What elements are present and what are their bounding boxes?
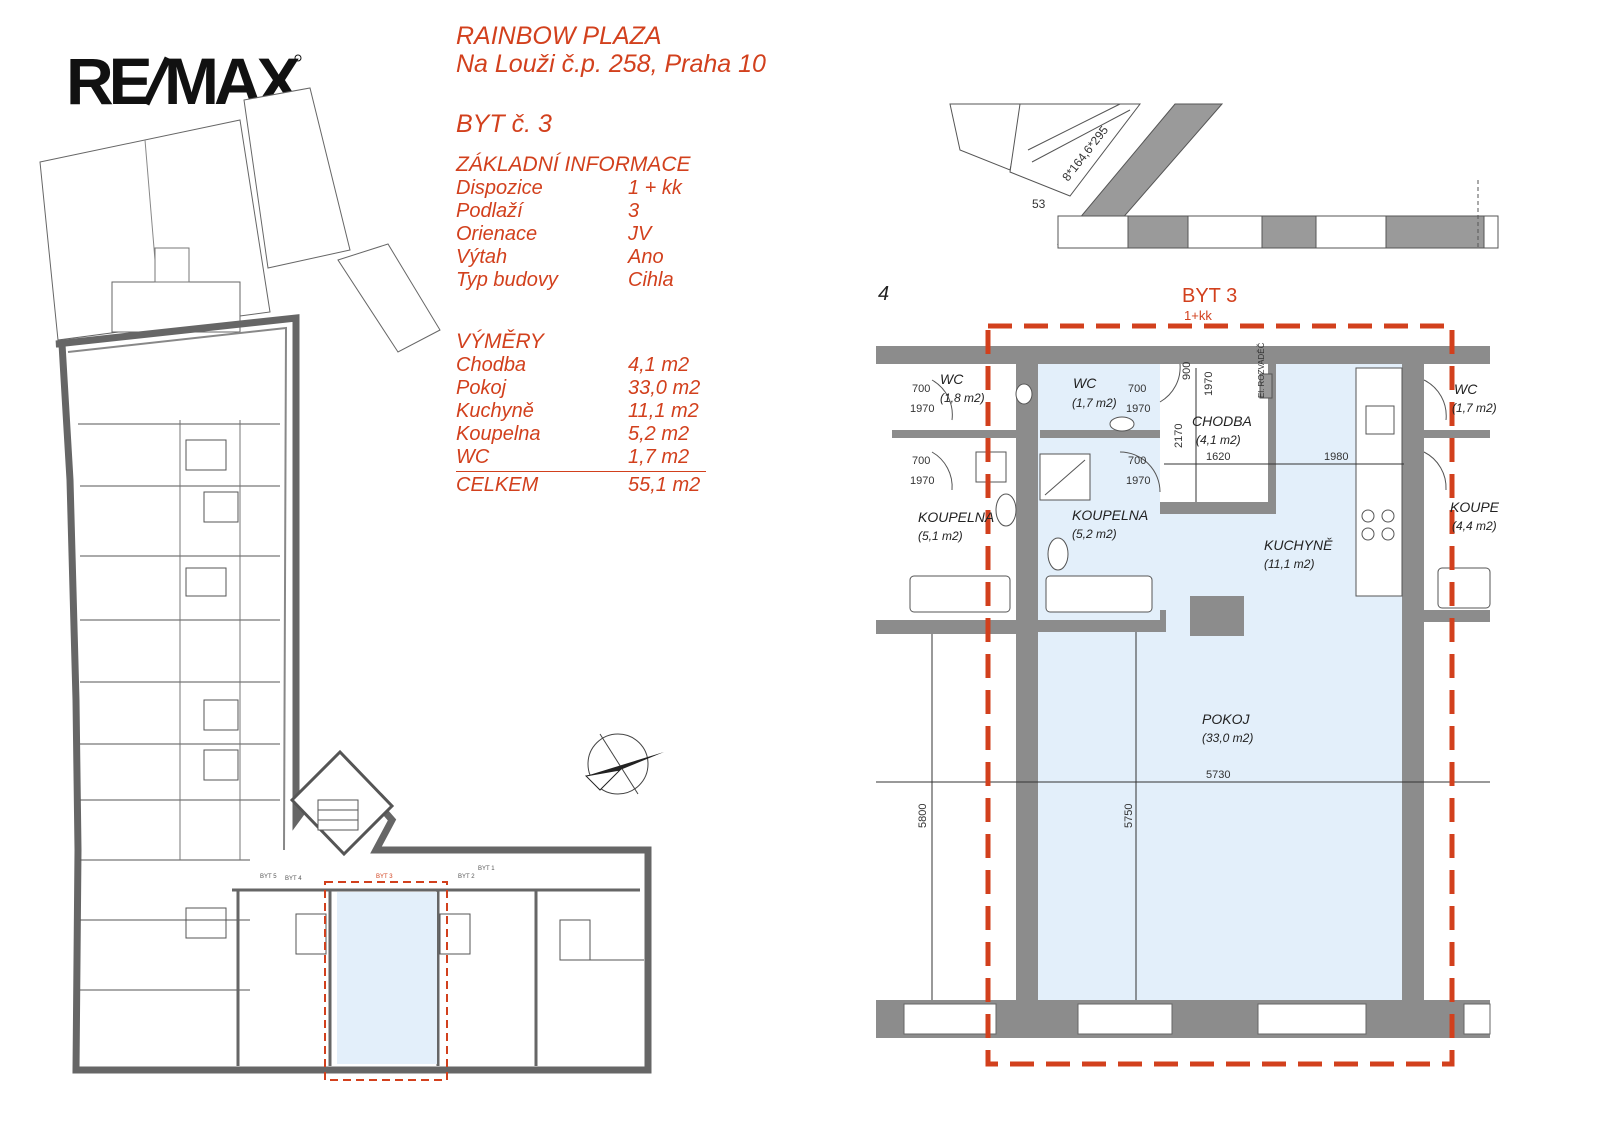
area-label: Pokoj — [456, 377, 507, 399]
electrical-panel-label: El. ROZVADĚČ — [1257, 342, 1266, 398]
area-row: Kuchyně 11,1 m2 — [456, 400, 786, 423]
info-value: 1 + kk — [628, 177, 682, 199]
room-name-chodba: CHODBA — [1192, 413, 1252, 429]
remax-logo: RE MAX — [66, 44, 306, 114]
dim-text: 1970 — [910, 475, 934, 487]
info-row: Dispozice 1 + kk — [456, 177, 786, 200]
dim-text: 700 — [1128, 383, 1146, 395]
neighbor-room-name: WC — [1454, 381, 1478, 397]
info-value: JV — [628, 223, 652, 245]
stair-fragment — [949, 103, 1499, 250]
info-label: Orienace — [456, 223, 538, 245]
dim-text: 1980 — [1324, 451, 1348, 463]
dim-text: 700 — [912, 455, 930, 467]
area-total-value: 55,1 m2 — [628, 474, 701, 496]
area-value: 4,1 m2 — [628, 354, 690, 376]
mini-label: BYT 3 — [376, 874, 393, 880]
windows — [903, 1003, 1491, 1035]
info-label: Dispozice — [456, 177, 543, 199]
room-name-koupelna: KOUPELNA — [1072, 507, 1148, 523]
fixtures — [909, 367, 1491, 613]
info-value: Ano — [628, 246, 664, 268]
area-total-label: CELKEM — [456, 474, 539, 496]
neighbor-room-name: KOUPELNA — [918, 509, 994, 525]
area-row: Pokoj 33,0 m2 — [456, 377, 786, 400]
neighbor-room-name: WC — [940, 371, 964, 387]
area-value: 33,0 m2 — [628, 377, 701, 399]
info-label: Podlaží — [456, 200, 523, 222]
building-name: RAINBOW PLAZA — [456, 22, 662, 50]
north-arrow-icon — [584, 733, 664, 795]
area-label: Kuchyně — [456, 400, 534, 422]
neighbor-unit-label: 4 — [878, 283, 889, 305]
dim-text: 1620 — [1206, 451, 1230, 463]
neighbor-room-name: KOUPE — [1450, 499, 1500, 515]
dim-text: 1970 — [1126, 475, 1150, 487]
dimension-lines — [876, 368, 1490, 1000]
dim-text: 5800 — [917, 804, 929, 828]
mini-label: BYT 2 — [458, 874, 475, 880]
info-label: Typ budovy — [456, 269, 558, 291]
room-name-wc: WC — [1073, 375, 1097, 391]
building-address: Na Louži č.p. 258, Praha 10 — [456, 50, 766, 78]
svg-text:RE: RE — [66, 44, 151, 114]
area-label: Koupelna — [456, 423, 541, 445]
apartment-outline — [985, 323, 1455, 1067]
dim-text: 700 — [1128, 455, 1146, 467]
area-value: 11,1 m2 — [628, 400, 699, 422]
neighbor-room-area: (1,7 m2) — [1452, 401, 1497, 415]
building-overview-plan — [39, 87, 652, 1074]
area-total-row: CELKEM 55,1 m2 — [456, 471, 706, 497]
dim-text: 1970 — [1126, 403, 1150, 415]
dim-text: 5750 — [1123, 804, 1135, 828]
dim-text: 900 — [1181, 362, 1193, 380]
area-value: 1,7 m2 — [628, 446, 690, 468]
neighbor-room-area: (4,4 m2) — [1452, 519, 1497, 533]
info-row: Orienace JV — [456, 223, 786, 246]
info-row: Typ budovy Cihla — [456, 269, 786, 292]
mini-label: BYT 4 — [285, 876, 302, 882]
info-row: Výtah Ano — [456, 246, 786, 269]
room-area-koupelna: (5,2 m2) — [1072, 527, 1117, 541]
area-row: WC 1,7 m2 — [456, 446, 786, 469]
room-name-pokoj: POKOJ — [1202, 711, 1250, 727]
apartment-floor-highlight — [1038, 364, 1402, 1002]
plan-title: BYT 3 — [1182, 285, 1237, 307]
stair-number: 53 — [1032, 197, 1046, 211]
dim-text: 1970 — [1203, 372, 1215, 396]
neighbor-room-area: (1,8 m2) — [940, 391, 985, 405]
area-row: Koupelna 5,2 m2 — [456, 423, 786, 446]
info-label: Výtah — [456, 246, 508, 268]
mini-unit-outline — [324, 881, 448, 1081]
room-name-kuchyne: KUCHYNĚ — [1264, 537, 1333, 553]
dim-text: 2170 — [1173, 424, 1185, 448]
mini-unit-highlight — [337, 892, 437, 1064]
dim-text: 700 — [912, 383, 930, 395]
dim-text: 1970 — [910, 403, 934, 415]
area-label: WC — [456, 446, 490, 468]
areas-heading: VÝMĚRY — [456, 330, 544, 353]
dim-text: 5730 — [1206, 769, 1230, 781]
basic-info-heading: ZÁKLADNÍ INFORMACE — [456, 153, 691, 176]
door-swings — [931, 363, 1447, 493]
info-value: Cihla — [628, 269, 674, 291]
info-panel: RAINBOW PLAZA Na Louži č.p. 258, Praha 1… — [456, 22, 786, 497]
room-area-kuchyne: (11,1 m2) — [1264, 557, 1314, 571]
room-area-pokoj: (33,0 m2) — [1202, 731, 1253, 745]
room-area-wc: (1,7 m2) — [1072, 396, 1117, 410]
info-value: 3 — [628, 200, 640, 222]
area-label: Chodba — [456, 354, 527, 376]
unit-title: BYT č. 3 — [456, 110, 552, 138]
mini-label: BYT 1 — [478, 866, 495, 872]
info-row: Podlaží 3 — [456, 200, 786, 223]
area-row: Chodba 4,1 m2 — [456, 354, 786, 377]
neighbor-room-area: (5,1 m2) — [918, 529, 963, 543]
room-area-chodba: (4,1 m2) — [1196, 433, 1241, 447]
mini-label: BYT 5 — [260, 874, 277, 880]
plan-subtitle: 1+kk — [1184, 308, 1212, 323]
area-value: 5,2 m2 — [628, 423, 690, 445]
